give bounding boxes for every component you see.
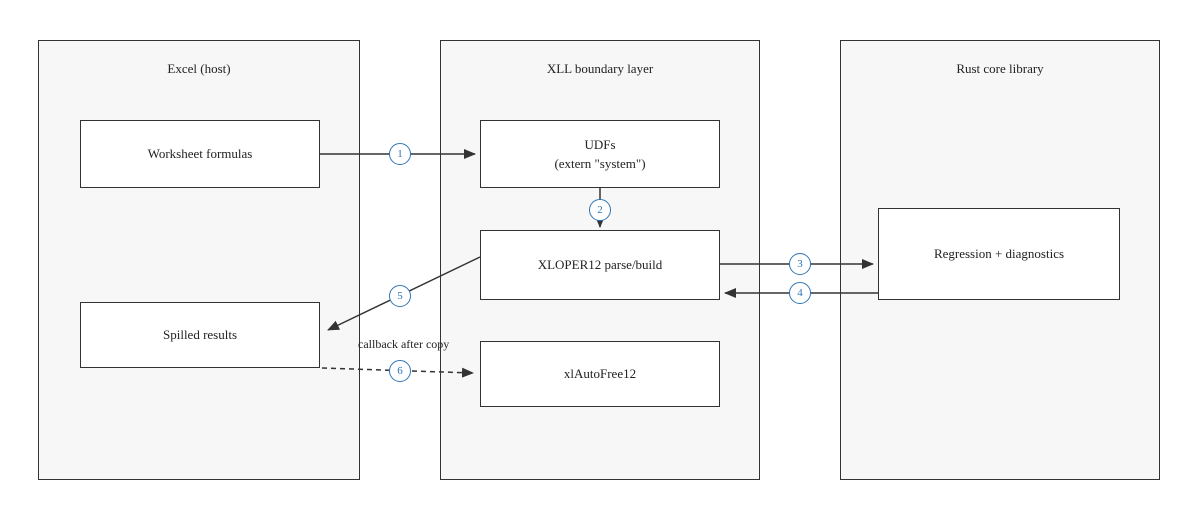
node-xlautofree12: xlAutoFree12 (480, 341, 720, 407)
node-spilled-results: Spilled results (80, 302, 320, 368)
node-regression-diagnostics: Regression + diagnostics (878, 208, 1120, 300)
edge-3-badge-number: 3 (797, 258, 803, 270)
container-excel-host: Excel (host) (38, 40, 360, 480)
node-xloper12-parse-build: XLOPER12 parse/build (480, 230, 720, 300)
edge-2-badge: 2 (589, 199, 611, 221)
edge-2-badge-number: 2 (597, 204, 603, 216)
edge-6-badge: 6 (389, 360, 411, 382)
node-regression-diagnostics-label: Regression + diagnostics (933, 246, 1065, 262)
edge-1-badge-number: 1 (397, 148, 403, 160)
edge-4-badge: 4 (789, 282, 811, 304)
edge-5-badge-number: 5 (397, 290, 403, 302)
edge-5-badge: 5 (389, 285, 411, 307)
edge-1-badge: 1 (389, 143, 411, 165)
node-spilled-results-label: Spilled results (162, 327, 238, 343)
node-udfs-label-line1: UDFs (584, 136, 616, 152)
node-xloper12-parse-build-label: XLOPER12 parse/build (537, 257, 663, 273)
edge-6-badge-number: 6 (397, 365, 403, 377)
node-worksheet-formulas-label: Worksheet formulas (147, 146, 253, 162)
edge-6-label: callback after copy (358, 337, 450, 351)
node-udfs: UDFs (extern "system") (480, 120, 720, 188)
container-excel-host-title: Excel (host) (167, 61, 231, 76)
node-udfs-label-line2: (extern "system") (554, 156, 646, 171)
container-rust-core-library-title: Rust core library (956, 61, 1044, 76)
edge-3-badge: 3 (789, 253, 811, 275)
node-worksheet-formulas: Worksheet formulas (80, 120, 320, 188)
container-xll-boundary-layer-title: XLL boundary layer (546, 61, 654, 76)
node-xlautofree12-label: xlAutoFree12 (563, 366, 637, 382)
edge-4-badge-number: 4 (797, 287, 803, 299)
